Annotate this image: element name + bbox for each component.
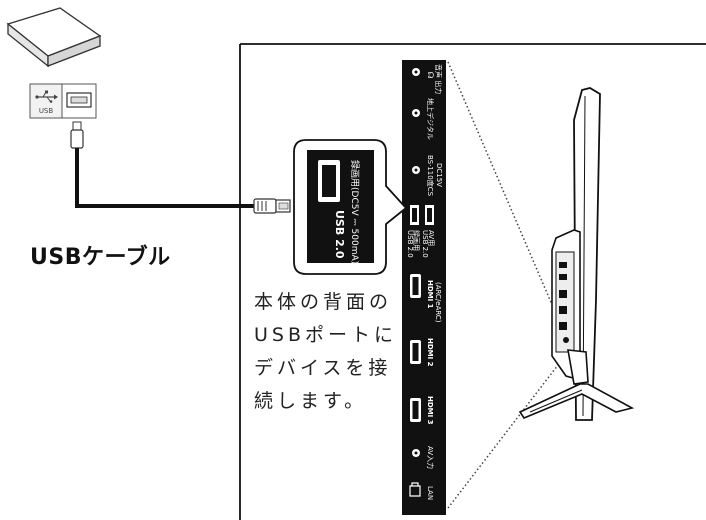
callout-usb-version: USB 2.0 bbox=[333, 210, 346, 259]
bs-cs-sub-label: DC15V bbox=[435, 163, 443, 187]
usb-cable-label: USBケーブル bbox=[30, 245, 171, 270]
hdmi-port-2: HDMI 2 bbox=[410, 338, 434, 367]
usb-port-av: USB 2.0 AV用 bbox=[421, 205, 435, 258]
hdmi-port-1: HDMI 1 (ARC/eARC) bbox=[410, 274, 442, 323]
hdmi-3-label: HDMI 3 bbox=[426, 396, 434, 425]
callout-usb-spec: 録画用(DC5V ⎓ 500mA) bbox=[349, 160, 361, 264]
usb-plug-connector bbox=[253, 198, 291, 214]
usb-hdd-device bbox=[6, 7, 102, 68]
av-input-label: AV入力 bbox=[426, 446, 435, 469]
headphone-icon: ☊ bbox=[426, 71, 435, 78]
usb-symbol-icon bbox=[35, 90, 58, 103]
usb-port-1-label: USB 2.0 bbox=[406, 230, 414, 258]
hdmi-1-label: HDMI 1 bbox=[426, 280, 434, 309]
usb-port-2-label: USB 2.0 bbox=[421, 230, 429, 258]
usb-plate-text: USB bbox=[39, 107, 54, 115]
terrestrial-antenna-port: 地上デジタル bbox=[412, 98, 435, 140]
usb-port-2-sub: AV用 bbox=[427, 230, 435, 246]
projection-lines bbox=[447, 61, 569, 509]
tv-back-frame bbox=[239, 43, 706, 520]
bs-cs-antenna-port: BS·110度CS DC15V bbox=[412, 155, 443, 197]
lan-label: LAN bbox=[426, 486, 434, 500]
usb-port-callout: USB 2.0 録画用(DC5V ⎓ 500mA) bbox=[293, 139, 408, 275]
headphone-label: 音声 出力 bbox=[434, 64, 443, 94]
instruction-text: 本体の背面の USBポートに デバイスを接 続します。 bbox=[254, 291, 398, 412]
tv-side-view bbox=[518, 87, 635, 421]
av-input-jack: AV入力 bbox=[412, 446, 435, 469]
device-usb-port-plate: USB bbox=[29, 83, 97, 119]
bs-cs-label: BS·110度CS bbox=[426, 155, 435, 197]
usb-port-1-sub: 録画用 bbox=[412, 230, 421, 251]
usb-cable bbox=[70, 121, 291, 214]
terminal-panel: ☊ 音声 出力 地上デジタル BS·110度CS DC15V USB 2.0 録… bbox=[402, 60, 446, 515]
hdmi-2-label: HDMI 2 bbox=[426, 338, 434, 367]
usb-port-recording: USB 2.0 録画用 bbox=[406, 205, 421, 258]
terrestrial-label: 地上デジタル bbox=[426, 98, 435, 140]
lan-port: LAN bbox=[409, 482, 434, 500]
hdmi-1-sub-label: (ARC/eARC) bbox=[434, 282, 442, 323]
headphone-jack: ☊ 音声 出力 bbox=[412, 64, 443, 94]
hdmi-port-3: HDMI 3 bbox=[410, 396, 434, 425]
